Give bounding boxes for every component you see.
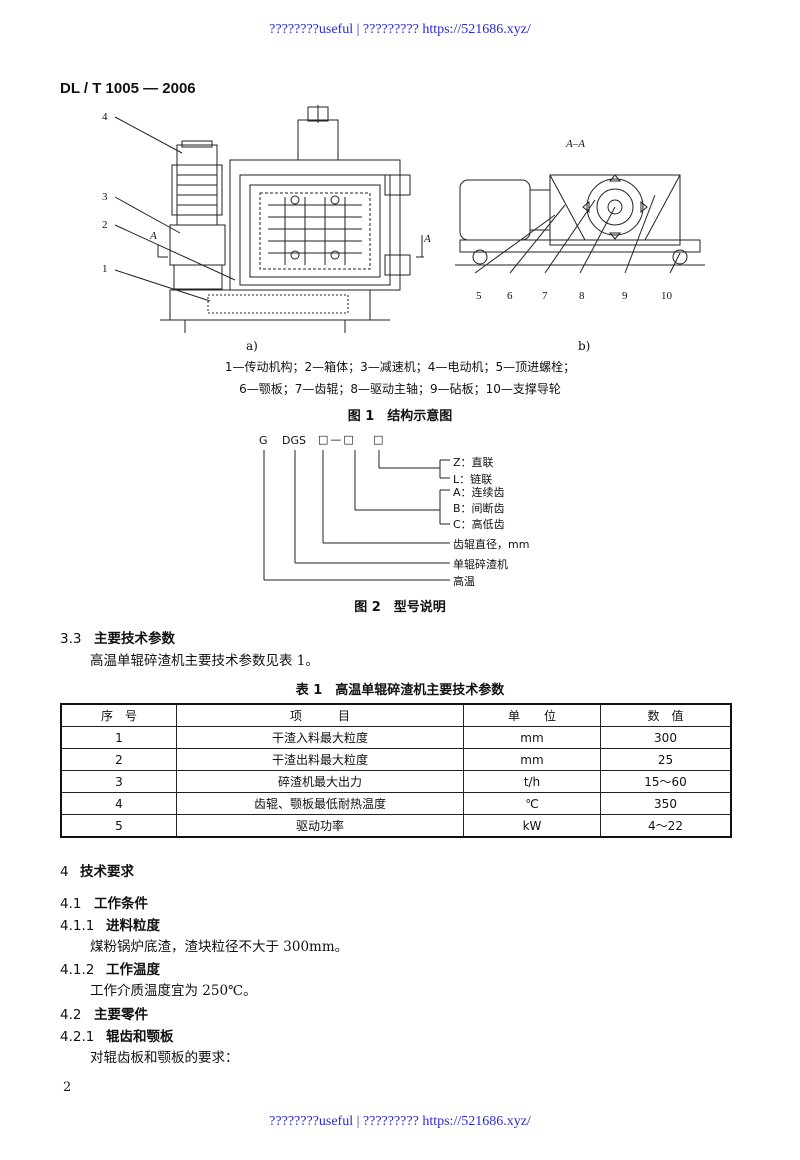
callout-8: 8 xyxy=(579,290,585,302)
cell-item: 干渣出料最大粒度 xyxy=(176,748,464,771)
code-dgs: DGS xyxy=(282,434,306,447)
section-number: 4.2 xyxy=(60,1007,82,1023)
cell-item: 齿辊、颚板最低耐热温度 xyxy=(176,792,464,815)
table1-title: 表 1 高温单辊碎渣机主要技术参数 xyxy=(295,683,505,698)
label-b-intermittent: B：间断齿 xyxy=(453,502,505,515)
section-number: 3.3 xyxy=(60,631,82,647)
watermark-bottom: ????????useful | ????????? https://52168… xyxy=(269,1114,531,1129)
callout-9: 9 xyxy=(622,290,628,302)
table-header-row: 序 号 项 目 单 位 数 值 xyxy=(60,703,732,727)
section-number: 4.2.1 xyxy=(60,1029,95,1045)
table-row: 2 干渣出料最大粒度 mm 25 xyxy=(60,748,732,771)
cell-value: 300 xyxy=(600,726,732,749)
table-row: 1 干渣入料最大粒度 mm 300 xyxy=(60,726,732,749)
callout-5: 5 xyxy=(476,290,482,302)
col-header-no: 序 号 xyxy=(60,703,177,727)
label-high-temp: 高温 xyxy=(453,575,475,588)
callout-3: 3 xyxy=(102,191,108,203)
section-3-3-text: 高温单辊碎渣机主要技术参数见表 1。 xyxy=(90,653,319,669)
cell-no: 3 xyxy=(60,770,177,793)
label-l-chain: L：链联 xyxy=(453,473,493,486)
cell-value: 25 xyxy=(600,748,732,771)
cell-item: 干渣入料最大粒度 xyxy=(176,726,464,749)
cell-item: 驱动功率 xyxy=(176,814,464,838)
figure1-drawing-b xyxy=(455,174,705,274)
cell-no: 2 xyxy=(60,748,177,771)
cell-value: 4～22 xyxy=(600,814,732,838)
cell-unit: mm xyxy=(463,726,601,749)
section-title: 主要零件 xyxy=(94,1007,148,1023)
section-title: 技术要求 xyxy=(80,864,134,880)
label-single-roller: 单辊碎渣机 xyxy=(453,558,508,571)
label-c-high-low: C：高低齿 xyxy=(453,518,505,531)
code-g: G xyxy=(259,434,268,447)
callout-6: 6 xyxy=(507,290,513,302)
label-a-continuous: A：连续齿 xyxy=(453,486,505,499)
table-row: 3 碎渣机最大出力 t/h 15～60 xyxy=(60,770,732,793)
section-4-1-1-text: 煤粉锅炉底渣，渣块粒径不大于 300mm。 xyxy=(90,939,349,955)
cell-unit: kW xyxy=(463,814,601,838)
section-4-2-heading: 4.2 主要零件 xyxy=(60,1003,148,1023)
col-header-unit: 单 位 xyxy=(463,703,601,727)
tooth-roller xyxy=(586,178,644,236)
section-4-1-2-heading: 4.1.2 工作温度 xyxy=(60,958,160,978)
label-roller-diameter: 齿辊直径，mm xyxy=(453,538,530,551)
callout-7: 7 xyxy=(542,290,548,302)
section-marker-right: A xyxy=(424,233,431,245)
callout-2: 2 xyxy=(102,219,108,231)
subcaption-a: a) xyxy=(246,339,258,353)
cell-value: 15～60 xyxy=(600,770,732,793)
section-4-1-1-heading: 4.1.1 进料粒度 xyxy=(60,914,160,934)
code-connection: □ xyxy=(373,433,384,446)
section-number: 4 xyxy=(60,864,69,880)
cell-item: 碎渣机最大出力 xyxy=(176,770,464,793)
figure1-legend-line2: 6—颚板；7—齿辊；8—驱动主轴；9—砧板；10—支撑导轮 xyxy=(239,382,561,396)
callout-4: 4 xyxy=(102,111,108,123)
label-z-direct: Z：直联 xyxy=(453,456,494,469)
section-title: 辊齿和颚板 xyxy=(106,1029,174,1045)
figure2-tree-lines xyxy=(263,450,450,581)
section-4-1-heading: 4.1 工作条件 xyxy=(60,892,148,912)
section-title: 进料粒度 xyxy=(106,918,160,934)
section-title: 主要技术参数 xyxy=(94,631,175,647)
section-3-3-heading: 3.3 主要技术参数 xyxy=(60,627,175,647)
cell-no: 4 xyxy=(60,792,177,815)
section-title: 工作条件 xyxy=(94,896,148,912)
cell-no: 5 xyxy=(60,814,177,838)
table-row: 5 驱动功率 kW 4～22 xyxy=(60,814,732,838)
col-header-item: 项 目 xyxy=(176,703,464,727)
subcaption-b: b) xyxy=(578,339,591,353)
callout-1: 1 xyxy=(102,263,108,275)
section-number: 4.1 xyxy=(60,896,82,912)
cell-unit: mm xyxy=(463,748,601,771)
code-diameter-type: □—□ xyxy=(318,433,356,446)
parameters-table: 序 号 项 目 单 位 数 值 1 干渣入料最大粒度 mm 300 2 干渣出料… xyxy=(60,703,732,838)
col-header-value: 数 值 xyxy=(600,703,732,727)
section-4-2-1-heading: 4.2.1 辊齿和颚板 xyxy=(60,1025,174,1045)
cell-no: 1 xyxy=(60,726,177,749)
view-title-aa: A–A xyxy=(566,138,585,150)
section-number: 4.1.1 xyxy=(60,918,95,934)
figure1-drawing-a xyxy=(114,105,424,333)
box-body xyxy=(229,159,401,291)
cell-value: 350 xyxy=(600,792,732,815)
section-title: 工作温度 xyxy=(106,962,160,978)
figure1-title: 图 1 结构示意图 xyxy=(347,409,453,424)
table-row: 4 齿辊、颚板最低耐热温度 ℃ 350 xyxy=(60,792,732,815)
callout-10: 10 xyxy=(661,290,672,302)
section-4-2-1-text: 对辊齿板和颚板的要求： xyxy=(90,1050,239,1066)
figure2-title: 图 2 型号说明 xyxy=(354,600,446,615)
cell-unit: t/h xyxy=(463,770,601,793)
section-marker-left: A xyxy=(150,230,157,242)
section-number: 4.1.2 xyxy=(60,962,95,978)
standard-code: DL / T 1005 — 2006 xyxy=(60,80,196,97)
section-4-heading: 4 技术要求 xyxy=(60,860,134,880)
reducer xyxy=(169,224,226,266)
watermark-top: ????????useful | ????????? https://52168… xyxy=(269,22,531,37)
motor-side xyxy=(459,179,531,241)
cell-unit: ℃ xyxy=(463,792,601,815)
section-4-1-2-text: 工作介质温度宜为 250℃。 xyxy=(90,983,257,999)
figure1-legend-line1: 1—传动机构；2—箱体；3—减速机；4—电动机；5—顶进螺栓； xyxy=(224,360,576,374)
page-number: 2 xyxy=(63,1080,72,1095)
